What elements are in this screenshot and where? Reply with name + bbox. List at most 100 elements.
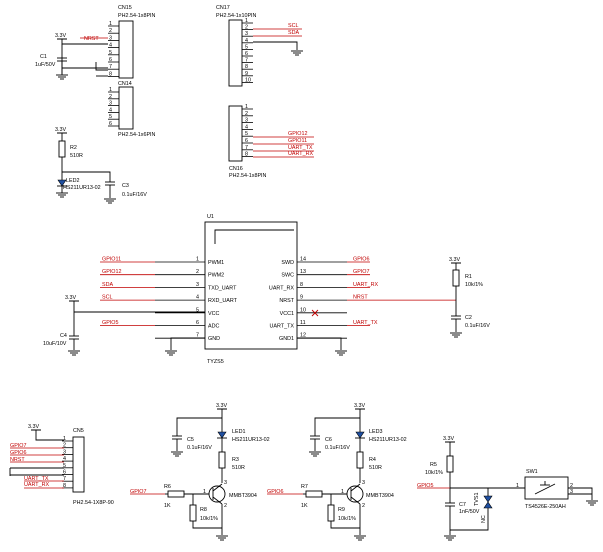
cn17-pin-number: 1 [245, 18, 248, 24]
u1-pin-name: PWM1 [208, 260, 224, 266]
u1-pin-number: 2 [196, 269, 199, 275]
cn16-pin-number: 4 [245, 124, 248, 130]
q2-pin3: 3 [362, 480, 365, 486]
led2-indicator-circuit: 3.3V R2 510R LED2 HS211UR13-02 C3 0.1uF/… [55, 127, 147, 204]
c4-ref: C4 [60, 333, 67, 339]
c6-ref: C6 [325, 437, 332, 443]
cn5-pin-number: 3 [63, 449, 66, 455]
cn5-uartrx-net: UART_RX [24, 482, 49, 488]
u1-pin-number: 6 [196, 320, 199, 326]
r3-ref: R3 [232, 457, 239, 463]
led1-vcc-label: 3.3V [216, 403, 227, 409]
u1-ref: U1 [207, 214, 214, 220]
cn14-pin-number: 3 [109, 101, 112, 107]
r2-ref: R2 [70, 145, 77, 151]
r1-value: 10k/1% [465, 282, 483, 288]
cn5-pin-number: 5 [63, 463, 66, 469]
u1-net-label: GPIO5 [102, 320, 118, 326]
cn14-pin-number: 6 [109, 121, 112, 127]
cn5-pin-number: 1 [63, 436, 66, 442]
cn17-scl-net: SCL [288, 23, 299, 29]
sw-vcc-label: 3.3V [443, 436, 454, 442]
cn5-pin-number: 4 [63, 456, 66, 462]
cn15-pin-number: 5 [109, 50, 112, 56]
u1-pin-name: VCC1 [280, 311, 294, 317]
led3-vcc-label: 3.3V [354, 403, 365, 409]
q2-value: MMBT3904 [366, 493, 394, 499]
cn15-pin-number: 7 [109, 64, 112, 70]
u1-net-label: GPIO12 [102, 269, 121, 275]
u1-pin-name: GND [208, 336, 220, 342]
c5-ref: C5 [187, 437, 194, 443]
u1-net-label: NRST [353, 295, 368, 301]
cn16-pin-number: 2 [245, 111, 248, 117]
u1-pin-name: UART_TX [270, 324, 295, 330]
cn16-pin-number: 1 [245, 104, 248, 110]
c4-value: 10uF/10V [43, 341, 67, 347]
cn15-pin-number: 2 [109, 28, 112, 34]
tvs1-ref: TVS1 [474, 493, 480, 506]
u1-pin-name: GND1 [279, 336, 294, 342]
u1-pin-name: TXD_UART [208, 285, 237, 291]
cn16-pin-number: 8 [245, 152, 248, 158]
sw1-value: TS4526E-250AH [525, 504, 566, 510]
sw-gpio5-net: GPIO5 [417, 483, 433, 489]
r9-value: 10k/1% [338, 516, 356, 522]
sw1-pin2: 2 [570, 483, 573, 489]
u1-net-label: GPIO7 [353, 269, 369, 275]
switch-circuit: 3.3V R5 10k/1% GPIO5 C7 1nF/50V TVS1 NC … [417, 436, 599, 541]
c7-value: 1nF/50V [459, 509, 480, 515]
r5-ref: R5 [430, 462, 437, 468]
cn16-uartrx-net: UART_RX [288, 151, 313, 157]
r5-value: 10k/1% [425, 470, 443, 476]
q1-value: MMBT3904 [229, 493, 257, 499]
cn17-ref: CN17 [216, 5, 230, 11]
r3-value: 510R [232, 465, 245, 471]
cn14-pin-number: 4 [109, 107, 112, 113]
cn15-pin-number: 6 [109, 57, 112, 63]
u1-pin-number: 10 [300, 307, 306, 313]
tvs1-nc: NC [481, 515, 487, 523]
cn5-gpio7-net: GPIO7 [10, 443, 26, 449]
q1-pin3: 3 [224, 480, 227, 486]
c2-value: 0.1uF/16V [465, 323, 490, 329]
cn14-pin-number: 5 [109, 114, 112, 120]
u1-pin-name: RXD_UART [208, 298, 238, 304]
r7-value: 1K [301, 503, 308, 509]
cn5-gpio6-net: GPIO6 [10, 450, 26, 456]
cn17-pin-number: 6 [245, 51, 248, 57]
cn16-ref: CN16 [229, 166, 243, 172]
c3-value: 0.1uF/16V [122, 192, 147, 198]
cn5-ref: CN5 [73, 428, 84, 434]
q2-pin1: 1 [341, 489, 344, 495]
cn17-part: PH2.54-1x10PIN [216, 13, 257, 19]
led1-ref: LED1 [232, 429, 246, 435]
cn17-pin-number: 3 [245, 31, 248, 37]
r2-vcc-label: 3.3V [55, 127, 66, 133]
r8-value: 10k/1% [200, 516, 218, 522]
u1-pin-name: PWM2 [208, 273, 224, 279]
cn15-pin-number: 1 [109, 21, 112, 27]
c6-value: 0.1uF/16V [325, 445, 350, 451]
cn5-uarttx-net: UART_TX [24, 476, 49, 482]
u1-pin-name: SWC [281, 273, 294, 279]
cn16-pin-number: 6 [245, 138, 248, 144]
u1-pin-name: UART_RX [269, 285, 294, 291]
sw1-ref: SW1 [526, 469, 538, 475]
u1-pin-number: 8 [300, 282, 303, 288]
cn16-gpio12-net: GPIO12 [288, 131, 307, 137]
cn16-uarttx-net: UART_TX [288, 145, 313, 151]
cn14-part: PH2.54-1x6PIN [118, 132, 156, 138]
q2-gpio6-net: GPIO6 [267, 489, 283, 495]
u1-pin-number: 3 [196, 282, 199, 288]
led3-driver-circuit: 3.3V C6 0.1uF/16V LED3 HS211UR13-02 R4 5… [267, 403, 407, 541]
led3-value: HS211UR13-02 [369, 437, 407, 443]
u1-pin-number: 5 [196, 307, 199, 313]
led3-ref: LED3 [369, 429, 383, 435]
sw1-pin3: 3 [570, 489, 573, 495]
cn17-pin-number: 8 [245, 64, 248, 70]
